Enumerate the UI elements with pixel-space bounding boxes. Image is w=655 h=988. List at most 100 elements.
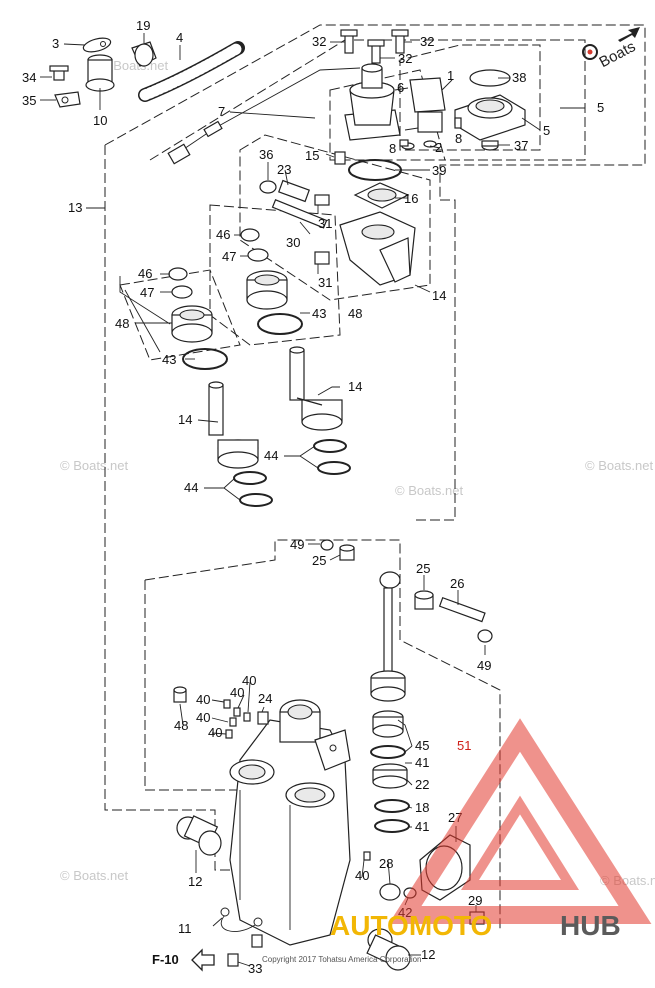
part-25-bushing-b [414,590,434,610]
frame-outer [104,145,245,871]
part-50-valve-b [171,305,213,343]
callout-44: 45 [415,738,429,753]
part-50-valve-a [246,270,288,310]
callout-41-c: 40 [208,725,222,740]
callout-15-b: 14 [178,412,192,427]
callout-35: 35 [22,93,36,108]
frame-cylinder [144,580,250,791]
callout-26: 26 [450,576,464,591]
part-31-screw-b [314,251,330,265]
frame-14 [239,134,431,301]
part-20-grommet [131,41,157,67]
part-36-oring [259,180,277,194]
part-22-seal [372,763,408,789]
callout-31-a: 31 [318,216,332,231]
part-1-relay [409,77,446,133]
arrow-left-icon [191,948,215,972]
part-45-rings-a [313,439,351,475]
part-19-ring [374,799,410,813]
part-49-nut-b [477,629,493,643]
callout-46-a: 46 [216,227,230,242]
callout-25-b: 25 [416,561,430,576]
callout-50-b: 48 [115,316,129,331]
callout-43-b: 43 [162,352,176,367]
callout-2: 2 [435,140,442,155]
callout-47-b: 47 [140,285,154,300]
part-12-bushing-b [366,928,411,971]
part-23-valve [278,179,310,203]
part-45-rings-b [233,471,273,507]
part-31-screw-a [314,194,330,206]
part-8-cable [167,67,361,165]
part-14-valve-body [339,211,416,286]
frame-trim-motor [329,69,446,161]
callout-8: 7 [218,104,225,119]
watermark-1: © Boats.net [60,458,129,473]
callout-36: 36 [259,147,273,162]
watermark-3: © Boats.net [585,458,654,473]
callout-49-b: 49 [477,658,491,673]
callout-43-a: 43 [312,306,326,321]
callout-6: 5 [543,123,550,138]
callout-13: 13 [68,200,82,215]
brand-right: HUB [560,910,621,941]
part-15-piston-a [289,346,343,431]
callout-41-d: 40 [230,685,244,700]
callout-45-a: 44 [264,448,278,463]
part-40-oring-b [374,819,410,833]
callout-22: 22 [415,777,429,792]
callout-25-a: 25 [312,553,326,568]
part-12-bushing-a [176,815,222,856]
frame-assembly-6 [399,44,541,151]
frame-assembly-5 [149,39,586,161]
part-4-hose [138,41,245,102]
fig-ref: F-10 [152,952,179,967]
part-43-oring-a [257,313,303,335]
callout-41-f: 40 [355,868,369,883]
part-24-valve [257,711,269,725]
part-10-grommet [85,54,115,92]
part-46-oring-a [240,228,260,242]
callout-14: 14 [432,288,446,303]
part-46-oring-b [168,267,188,281]
callout-20: 19 [136,18,150,33]
arrow-icon [618,27,640,42]
part-7-trim-motor [344,63,401,141]
callout-12-a: 12 [188,874,202,889]
part-40-oring-a [370,745,406,759]
callout-5: 5 [597,100,604,115]
callout-41-b: 40 [196,710,210,725]
callout-51: 51 [457,738,471,753]
frame-right [415,199,456,521]
callout-34: 34 [22,70,36,85]
boats-logo: Boats [582,27,640,71]
callout-29: 29 [468,893,482,908]
part-16-valve [334,151,346,165]
part-44-piston [372,710,404,738]
callout-45-b: 44 [184,480,198,495]
callout-18: 16 [404,191,418,206]
part-35-clip [54,91,81,108]
callout-50-a: 48 [348,306,362,321]
part-47-oring-b [171,285,193,299]
callout-33: 33 [248,961,262,976]
frame-valves [209,204,341,346]
part-28-cap [379,883,401,901]
callout-24: 24 [258,691,272,706]
cylinder-body [229,699,351,946]
callout-32-c: 32 [398,51,412,66]
part-26-pin [438,596,486,623]
callout-30: 30 [286,235,300,250]
callout-19: 18 [415,800,429,815]
callout-28: 28 [379,856,393,871]
callout-31-b: 31 [318,275,332,290]
part-6-reservoir [454,94,526,141]
callout-41-a: 40 [196,692,210,707]
callout-labels: 3 34 35 10 19 4 7 32 32 32 6 1 8 2 8 38 … [22,18,604,976]
part-25-bushing-a [339,544,355,561]
callout-15-a: 14 [348,379,362,394]
callout-3: 3 [52,36,59,51]
leader-lines [40,33,585,967]
callout-37: 37 [514,138,528,153]
